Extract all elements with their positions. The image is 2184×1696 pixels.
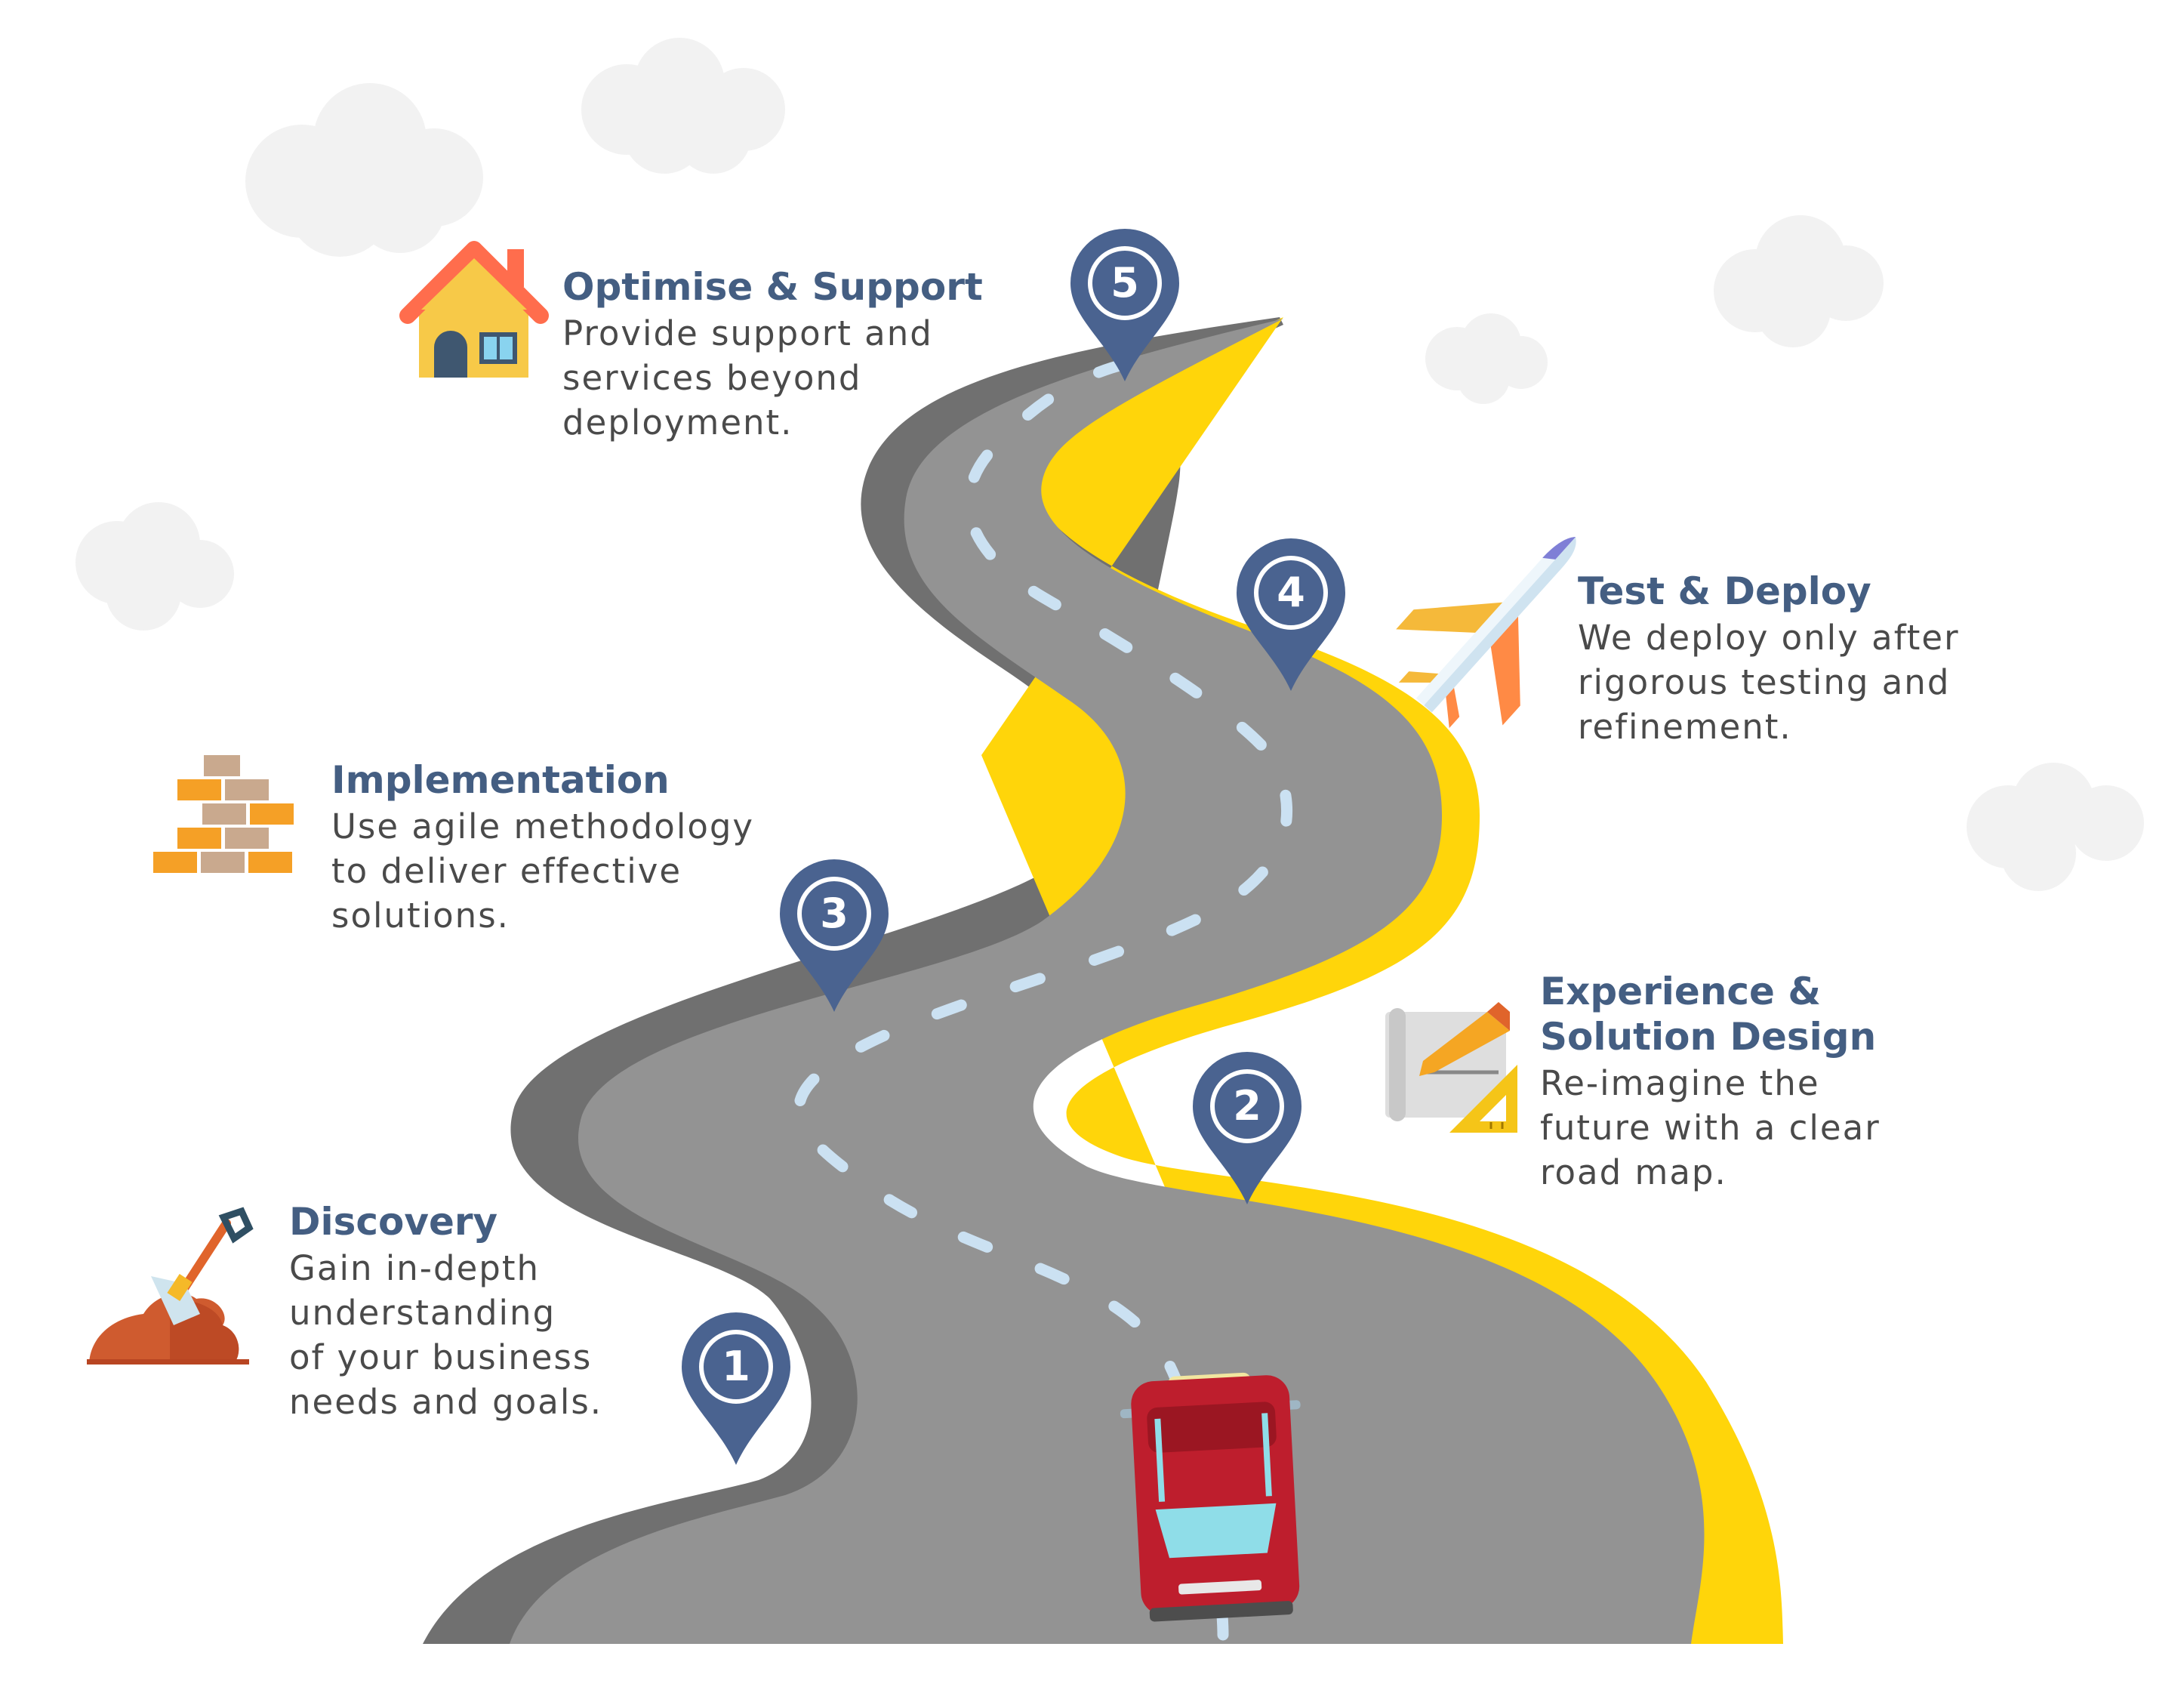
cloud <box>1425 313 1548 404</box>
pin-3 <box>780 859 889 1012</box>
shovel-icon <box>87 1207 254 1365</box>
pin-3-number: 3 <box>820 890 849 937</box>
step-title: Implementation <box>331 758 670 802</box>
house-icon <box>399 241 549 378</box>
pin-4-number: 4 <box>1277 569 1305 616</box>
step-experience-solution-design: Experience & Solution Design Re-imagine … <box>1540 969 1881 1195</box>
pin-2-number: 2 <box>1233 1082 1261 1130</box>
step-description: Provide support and services beyond depl… <box>562 313 933 443</box>
pin-1-number: 1 <box>722 1343 750 1390</box>
pin-4 <box>1237 538 1345 691</box>
bricks-icon <box>153 755 294 873</box>
step-discovery: Discovery Gain in-depth understanding of… <box>289 1199 602 1424</box>
road-surface <box>510 319 1705 1644</box>
step-description: Gain in-depth understanding of your busi… <box>289 1248 603 1422</box>
pin-5-number: 5 <box>1110 259 1139 307</box>
clouds <box>75 38 2144 891</box>
step-optimise-support: Optimise & Support Provide support and s… <box>562 264 983 445</box>
car-icon <box>1120 1372 1301 1622</box>
step-title: Test & Deploy <box>1578 569 1871 613</box>
step-description: Re-imagine the future with a clear road … <box>1540 1063 1881 1192</box>
cloud <box>75 502 234 631</box>
blueprint-icon <box>1385 1002 1517 1133</box>
road <box>423 317 1783 1644</box>
cloud <box>581 38 785 174</box>
step-title: Experience & Solution Design <box>1540 970 1877 1059</box>
step-implementation: Implementation Use agile methodology to … <box>331 757 754 938</box>
pin-1 <box>682 1312 790 1465</box>
cloud <box>1714 215 1884 347</box>
pin-2 <box>1193 1052 1301 1204</box>
airplane-icon <box>1396 537 1576 729</box>
pin-5 <box>1070 229 1179 381</box>
step-title: Optimise & Support <box>562 265 983 309</box>
cloud <box>1967 763 2144 891</box>
step-description: We deploy only after rigorous testing an… <box>1578 618 1960 747</box>
lane-markings <box>793 356 1293 1641</box>
step-title: Discovery <box>289 1200 498 1244</box>
step-test-deploy: Test & Deploy We deploy only after rigor… <box>1578 569 1960 749</box>
step-description: Use agile methodology to deliver effecti… <box>331 806 755 936</box>
cloud <box>245 83 483 257</box>
